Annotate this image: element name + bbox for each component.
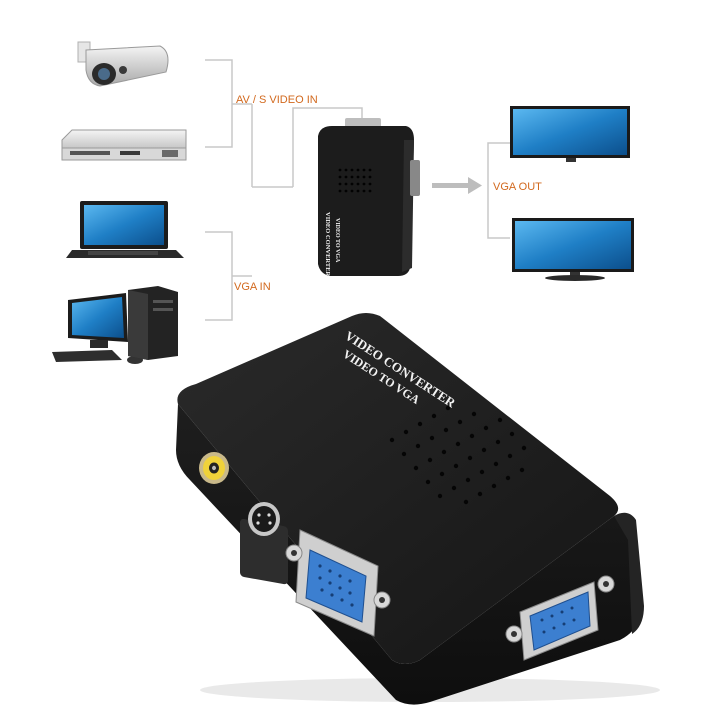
vga-out-port-icon <box>505 575 615 661</box>
security-camera-icon <box>77 41 169 87</box>
vga-in-port-icon <box>285 529 391 637</box>
laptop-icon <box>66 201 184 258</box>
rca-composite-jack-icon <box>199 452 229 484</box>
dvd-player-icon <box>61 129 187 161</box>
small-box-label-1: VIDEO CONVERTER <box>324 212 331 277</box>
arrow-icon <box>432 177 482 194</box>
connector-lines <box>205 59 510 321</box>
vent-holes <box>389 405 527 505</box>
small-converter-box-icon: VIDEO CONVERTER VIDEO TO VGA <box>318 118 420 277</box>
monitor-top-icon <box>510 106 630 162</box>
svideo-jack-icon <box>240 502 288 585</box>
video-converter-box: VIDEO CONVERTER VIDEO TO VGA <box>176 313 660 705</box>
small-box-label-2: VIDEO TO VGA <box>334 218 340 263</box>
desktop-pc-icon <box>52 286 178 364</box>
vga-in-label: VGA IN <box>234 281 271 293</box>
av-svideo-in-label: AV / S VIDEO IN <box>236 94 318 106</box>
vga-out-label: VGA OUT <box>493 181 542 193</box>
monitor-bottom-icon <box>512 218 634 281</box>
